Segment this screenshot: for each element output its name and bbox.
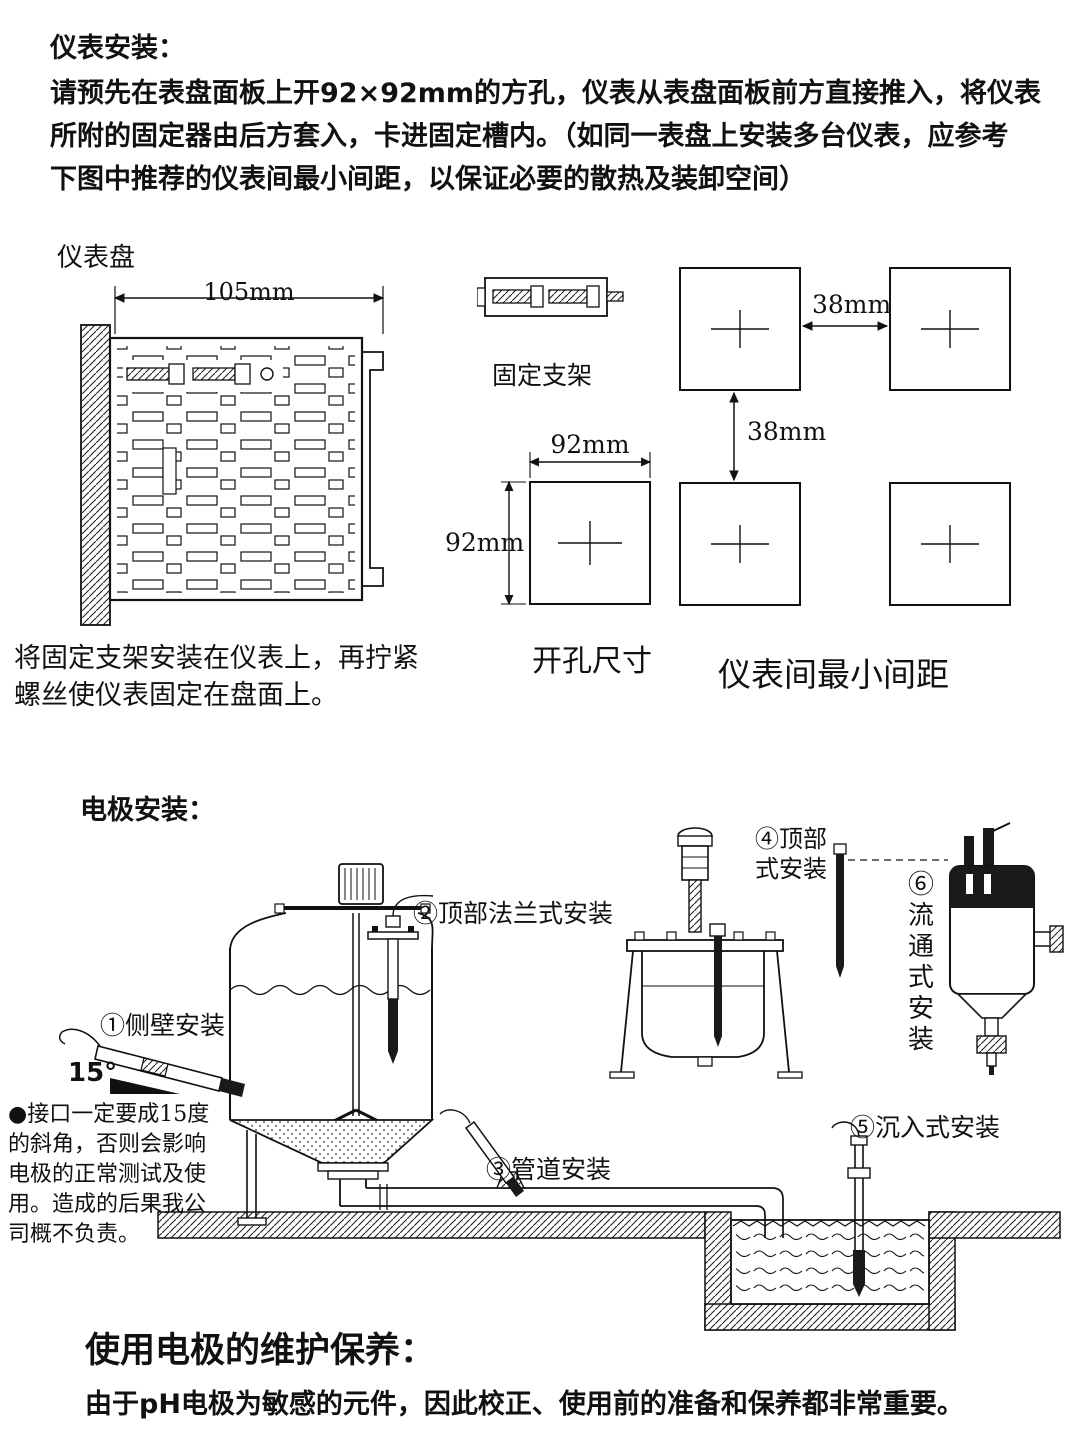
cutout-dimension-drawing <box>501 452 652 606</box>
panel-wall <box>80 324 111 626</box>
bracket-note-line-1: 将固定支架安装在仪表上，再拧紧 <box>14 643 419 674</box>
side-wall-electrode <box>58 1028 245 1097</box>
top-mount-reactor <box>609 827 803 1079</box>
flow-through-cell <box>949 822 1064 1075</box>
label-submerged-install: ⑤沉入式安装 <box>850 1113 1001 1142</box>
stirred-tank <box>229 863 435 1226</box>
panel-width-dim-label: 105mm <box>203 278 295 306</box>
spacing-squares <box>679 267 1011 606</box>
spare-electrode <box>833 843 948 978</box>
panel-label: 仪表盘 <box>57 243 136 273</box>
label-top-install-line-2: 式安装 <box>755 855 827 883</box>
top-flange-electrode <box>367 894 434 1064</box>
instrument-side-view-drawing <box>80 286 385 626</box>
pipe-electrode <box>339 1109 784 1238</box>
submerged-electrode <box>831 1121 871 1297</box>
installation-title: 仪表安装： <box>50 33 185 64</box>
label-side-wall-install: ①侧壁安装 <box>100 1011 226 1040</box>
maintenance-title: 使用电极的维护保养： <box>85 1331 436 1371</box>
electrode-title: 电极安装： <box>80 795 215 826</box>
submersion-tank <box>730 1219 930 1305</box>
spacing-grid-drawing <box>679 267 1011 606</box>
width-dimension <box>113 286 385 334</box>
cutout-caption: 开孔尺寸 <box>532 644 652 679</box>
label-flow-through-install: ⑥流通式安装 <box>907 870 934 1055</box>
angle-warning-note: ●接口一定要成15度的斜角，否则会影响电极的正常测试及使用。造成的后果我公司概不… <box>8 1102 210 1247</box>
bracket-note-line-2: 螺丝使仪表固定在盘面上。 <box>14 680 338 711</box>
fixing-bracket-drawing <box>477 277 624 317</box>
label-angle-15deg: 15° <box>68 1058 118 1088</box>
cutout-width-dim-label: 92mm <box>550 430 630 459</box>
instrument-body <box>108 336 384 602</box>
electrode-installation-drawing <box>58 822 1064 1331</box>
label-top-flange-install: ②顶部法兰式安装 <box>413 899 614 928</box>
spacing-caption: 仪表间最小间距 <box>718 655 949 694</box>
spacing-h-dim-label: 38mm <box>812 290 892 319</box>
installation-body-line-2: 所附的固定器由后方套入，卡进固定槽内。（如同一表盘上安装多台仪表，应参考 <box>50 121 1009 152</box>
bracket-label: 固定支架 <box>492 361 593 390</box>
spacing-v-dim-label: 38mm <box>747 417 827 446</box>
installation-body-line-1: 请预先在表盘面板上开92×92mm的方孔，仪表从表盘面板前方直接推入，将仪表 <box>50 78 1042 109</box>
installation-body-line-3: 下图中推荐的仪表间最小间距，以保证必要的散热及装卸空间） <box>50 164 806 195</box>
maintenance-body: 由于pH电极为敏感的元件，因此校正、使用前的准备和保养都非常重要。 <box>85 1389 964 1420</box>
label-pipe-install: ③管道安装 <box>486 1155 612 1184</box>
label-top-install-line-1: ④顶部 <box>755 825 827 853</box>
cutout-height-dim-label: 92mm <box>445 528 525 557</box>
label-top-install: ④顶部 式安装 <box>743 824 839 884</box>
